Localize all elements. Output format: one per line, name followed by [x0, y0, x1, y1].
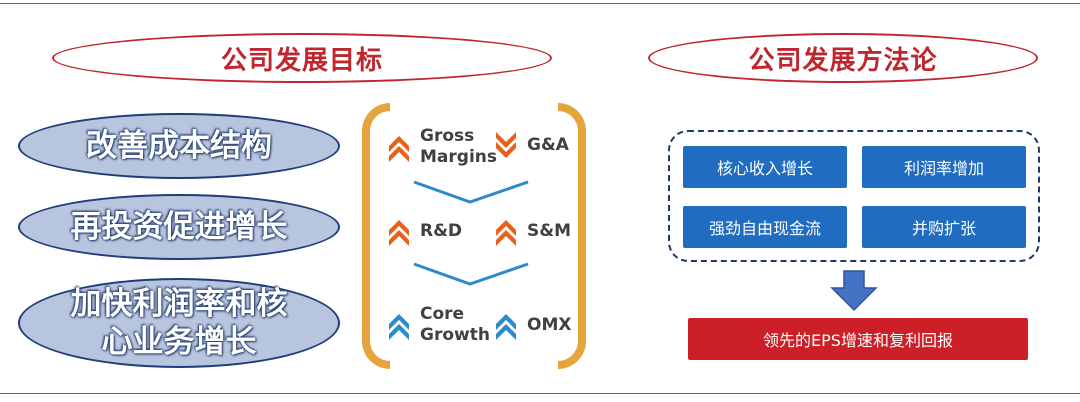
goal-text-line2: 心业务增长: [101, 324, 257, 360]
goals-title: 公司发展目标: [52, 33, 552, 83]
left-brace: [362, 103, 390, 369]
metric-core-growth: Core Growth: [388, 304, 490, 346]
goal-text: 改善成本结构: [86, 128, 272, 164]
metric-label: R&D: [420, 220, 463, 241]
methodology-box: [668, 130, 1040, 262]
method-item-mna: 并购扩张: [862, 206, 1026, 248]
metric-label: OMX: [527, 314, 572, 335]
methodology-title-text: 公司发展方法论: [748, 45, 938, 76]
metric-sm: S&M: [495, 216, 571, 246]
chevron-up-icon: [389, 136, 409, 162]
top-rule: [0, 3, 1080, 4]
method-item-core-revenue: 核心收入增长: [683, 146, 847, 188]
method-item-margin: 利润率增加: [862, 146, 1026, 188]
metric-label: Gross Margins: [420, 126, 497, 167]
metric-omx: OMX: [495, 310, 571, 340]
metric-label: Core Growth: [420, 304, 490, 345]
connector-arrow-2: [413, 262, 529, 286]
connector-arrow-1: [413, 180, 529, 204]
methodology-title: 公司发展方法论: [648, 33, 1038, 83]
metric-label: G&A: [527, 134, 569, 155]
chevron-up-icon: [389, 220, 409, 246]
metric-gross-margins: Gross Margins: [388, 126, 497, 168]
result-bar: 领先的EPS增速和复利回报: [688, 318, 1028, 360]
goal-ellipse-margin: 加快利润率和核 心业务增长: [18, 278, 340, 368]
metric-ga: G&A: [495, 130, 569, 160]
goal-ellipse-cost: 改善成本结构: [18, 113, 340, 179]
metric-label: S&M: [527, 220, 571, 241]
goal-text-line1: 加快利润率和核: [70, 286, 288, 322]
chevron-up-icon: [496, 314, 516, 340]
metric-rd: R&D: [388, 216, 462, 246]
down-arrow-icon: [830, 270, 878, 312]
right-brace: [558, 103, 586, 369]
chevron-down-icon: [496, 132, 516, 158]
goals-title-text: 公司发展目标: [220, 45, 383, 76]
bottom-rule: [0, 393, 1080, 394]
chevron-up-icon: [389, 314, 409, 340]
goal-text: 再投资促进增长: [70, 209, 288, 245]
chevron-up-icon: [496, 220, 516, 246]
method-item-cashflow: 强劲自由现金流: [683, 206, 847, 248]
goal-ellipse-reinvest: 再投资促进增长: [18, 194, 340, 260]
